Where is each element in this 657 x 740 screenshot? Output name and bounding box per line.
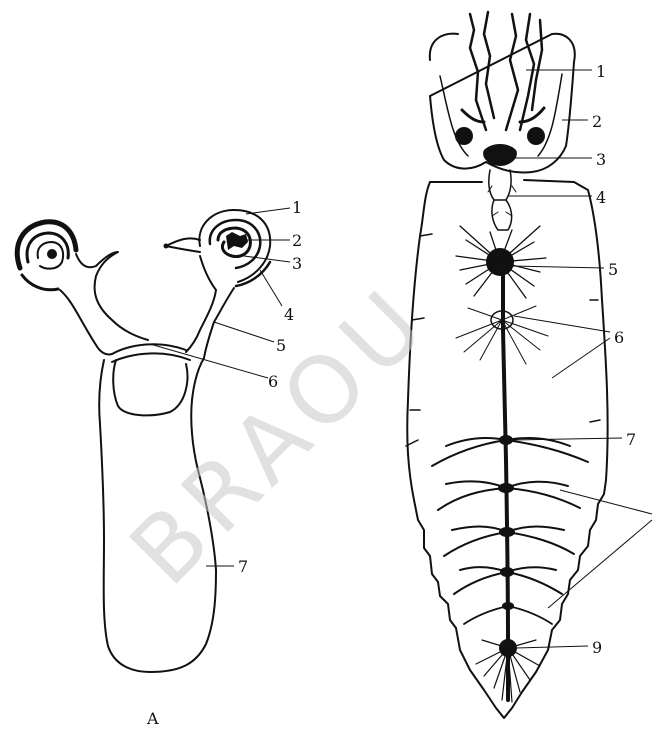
panel-b-abdominal-ganglia (432, 435, 588, 624)
panel-a-label-5: 5 (276, 336, 286, 355)
panel-a-caption: A (146, 709, 159, 728)
panel-b-label-5: 5 (608, 260, 618, 279)
panel-b-label-1: 1 (596, 62, 606, 81)
panel-b-left-eye (455, 127, 473, 145)
panel-a-label-3: 3 (292, 254, 302, 273)
panel-a-left-stalk (60, 252, 148, 345)
panel-a-label-7: 7 (238, 557, 248, 576)
panel-a-ganglion-ring (113, 360, 187, 415)
panel-a-label-2: 2 (292, 231, 302, 250)
panel-b-label-4: 4 (596, 188, 606, 207)
panel-a-label-4: 4 (284, 305, 294, 324)
panel-b-abdominal-ganglion (438, 481, 580, 510)
panel-b-right-eye (527, 127, 545, 145)
panel-a-left-eye (17, 222, 76, 290)
panel-b-label-3: 3 (596, 150, 606, 169)
panel-b-labels: 1 2 3 4 5 6 7 9 (592, 62, 636, 657)
panel-b-drawing (406, 12, 608, 718)
panel-b-label-7: 7 (626, 430, 636, 449)
panel-a-label-1: 1 (292, 198, 302, 217)
panel-a-right-stalk (166, 238, 234, 358)
panel-b-abdominal-ganglion (432, 435, 588, 466)
panel-b-label-9: 9 (592, 638, 602, 657)
panel-b-label-6: 6 (614, 328, 624, 347)
panel-a-cerebral-commissure (112, 344, 190, 362)
panel-a-right-eye (199, 210, 270, 286)
watermark: BRAOU (110, 265, 450, 605)
panel-b-label-2: 2 (592, 112, 602, 131)
